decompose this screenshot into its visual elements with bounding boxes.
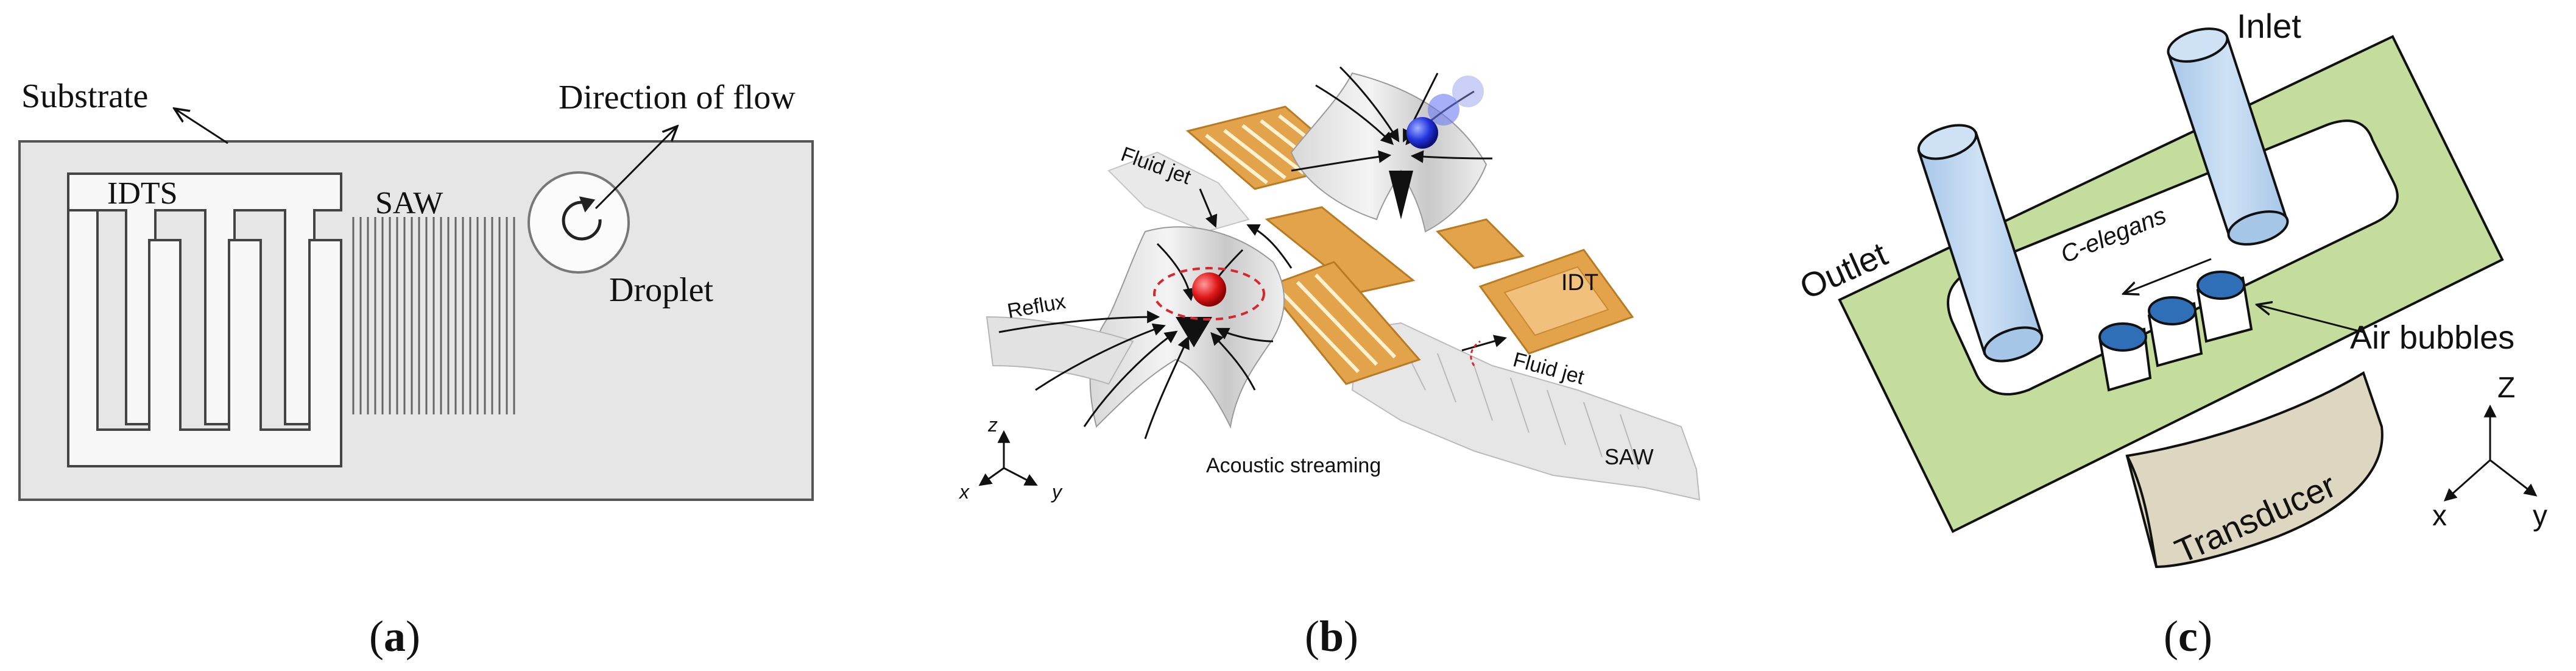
- droplet-label: Droplet: [609, 271, 714, 309]
- inlet-label: Inlet: [2237, 7, 2301, 45]
- blue-particle-trail-2: [1452, 76, 1484, 107]
- direction-leader-arrow: [595, 126, 677, 210]
- panel-b: Fluid jet Reflux IDT Fluid jet SAW Acous…: [958, 66, 1701, 661]
- saw-wave-lines: [352, 217, 515, 414]
- caption-c: (c): [2164, 612, 2212, 661]
- fluid-jet-top-arrow: [1199, 188, 1218, 228]
- air-bubble-pillar-3: [2196, 271, 2253, 343]
- droplet-circle: [528, 171, 630, 274]
- panel-a: Substrate IDTS SAW Direction of flow Dro…: [18, 77, 814, 661]
- caption-b: (b): [1305, 612, 1358, 661]
- idt-bottom-bar: [67, 209, 342, 467]
- axes-b: [978, 430, 1038, 486]
- axis-y-label-c: y: [2533, 500, 2547, 532]
- direction-of-flow-label: Direction of flow: [559, 79, 796, 116]
- saw-wave-sheet-left: [1107, 151, 1250, 233]
- air-bubbles-leader: [2257, 305, 2364, 333]
- panel-c: Inlet Outlet C-elegans Air bubbles Trans…: [1794, 7, 2547, 661]
- transducer-block: [2125, 371, 2384, 569]
- saw-wave-sheet-right: [1351, 322, 1701, 501]
- blue-particle-trail-1: [1428, 94, 1459, 126]
- saw-label: SAW: [375, 186, 443, 221]
- air-bubble-pillar-1: [2098, 322, 2152, 392]
- reflux-sheet: [986, 316, 1134, 385]
- idt-label: IDT: [1561, 270, 1598, 296]
- axis-y-label-b: y: [1051, 481, 1063, 503]
- acoustic-streaming-label: Acoustic streaming: [1206, 454, 1381, 477]
- idt-electrode-left: [1265, 261, 1421, 385]
- red-particle: [1192, 272, 1226, 307]
- substrate-leader-arrow: [174, 108, 228, 144]
- saw-label: SAW: [1604, 444, 1654, 469]
- axis-z-label-c: Z: [2497, 372, 2515, 404]
- air-bubble-pillar-2: [2147, 296, 2203, 367]
- blue-particle: [1406, 117, 1438, 149]
- axis-x-label-c: x: [2432, 500, 2447, 532]
- axes-c: [2443, 404, 2538, 502]
- substrate-label: Substrate: [21, 77, 148, 115]
- idts-label: IDTS: [107, 176, 178, 211]
- axis-x-label-b: x: [958, 481, 970, 503]
- flow-rotation-icon: [562, 201, 602, 241]
- c-elegans-arrow: [2123, 258, 2212, 294]
- caption-a: (a): [369, 612, 420, 661]
- outlet-tube: [1917, 124, 2044, 363]
- inlet-tube: [2167, 27, 2289, 246]
- fluid-jet-right-arrow: [1461, 335, 1508, 352]
- idt-electrode-right: [1478, 249, 1634, 355]
- reflux-label: Reflux: [1006, 290, 1068, 323]
- air-bubbles-label: Air bubbles: [2350, 319, 2514, 356]
- trap-ring: [1153, 267, 1265, 321]
- axis-z-label-b: z: [987, 414, 998, 436]
